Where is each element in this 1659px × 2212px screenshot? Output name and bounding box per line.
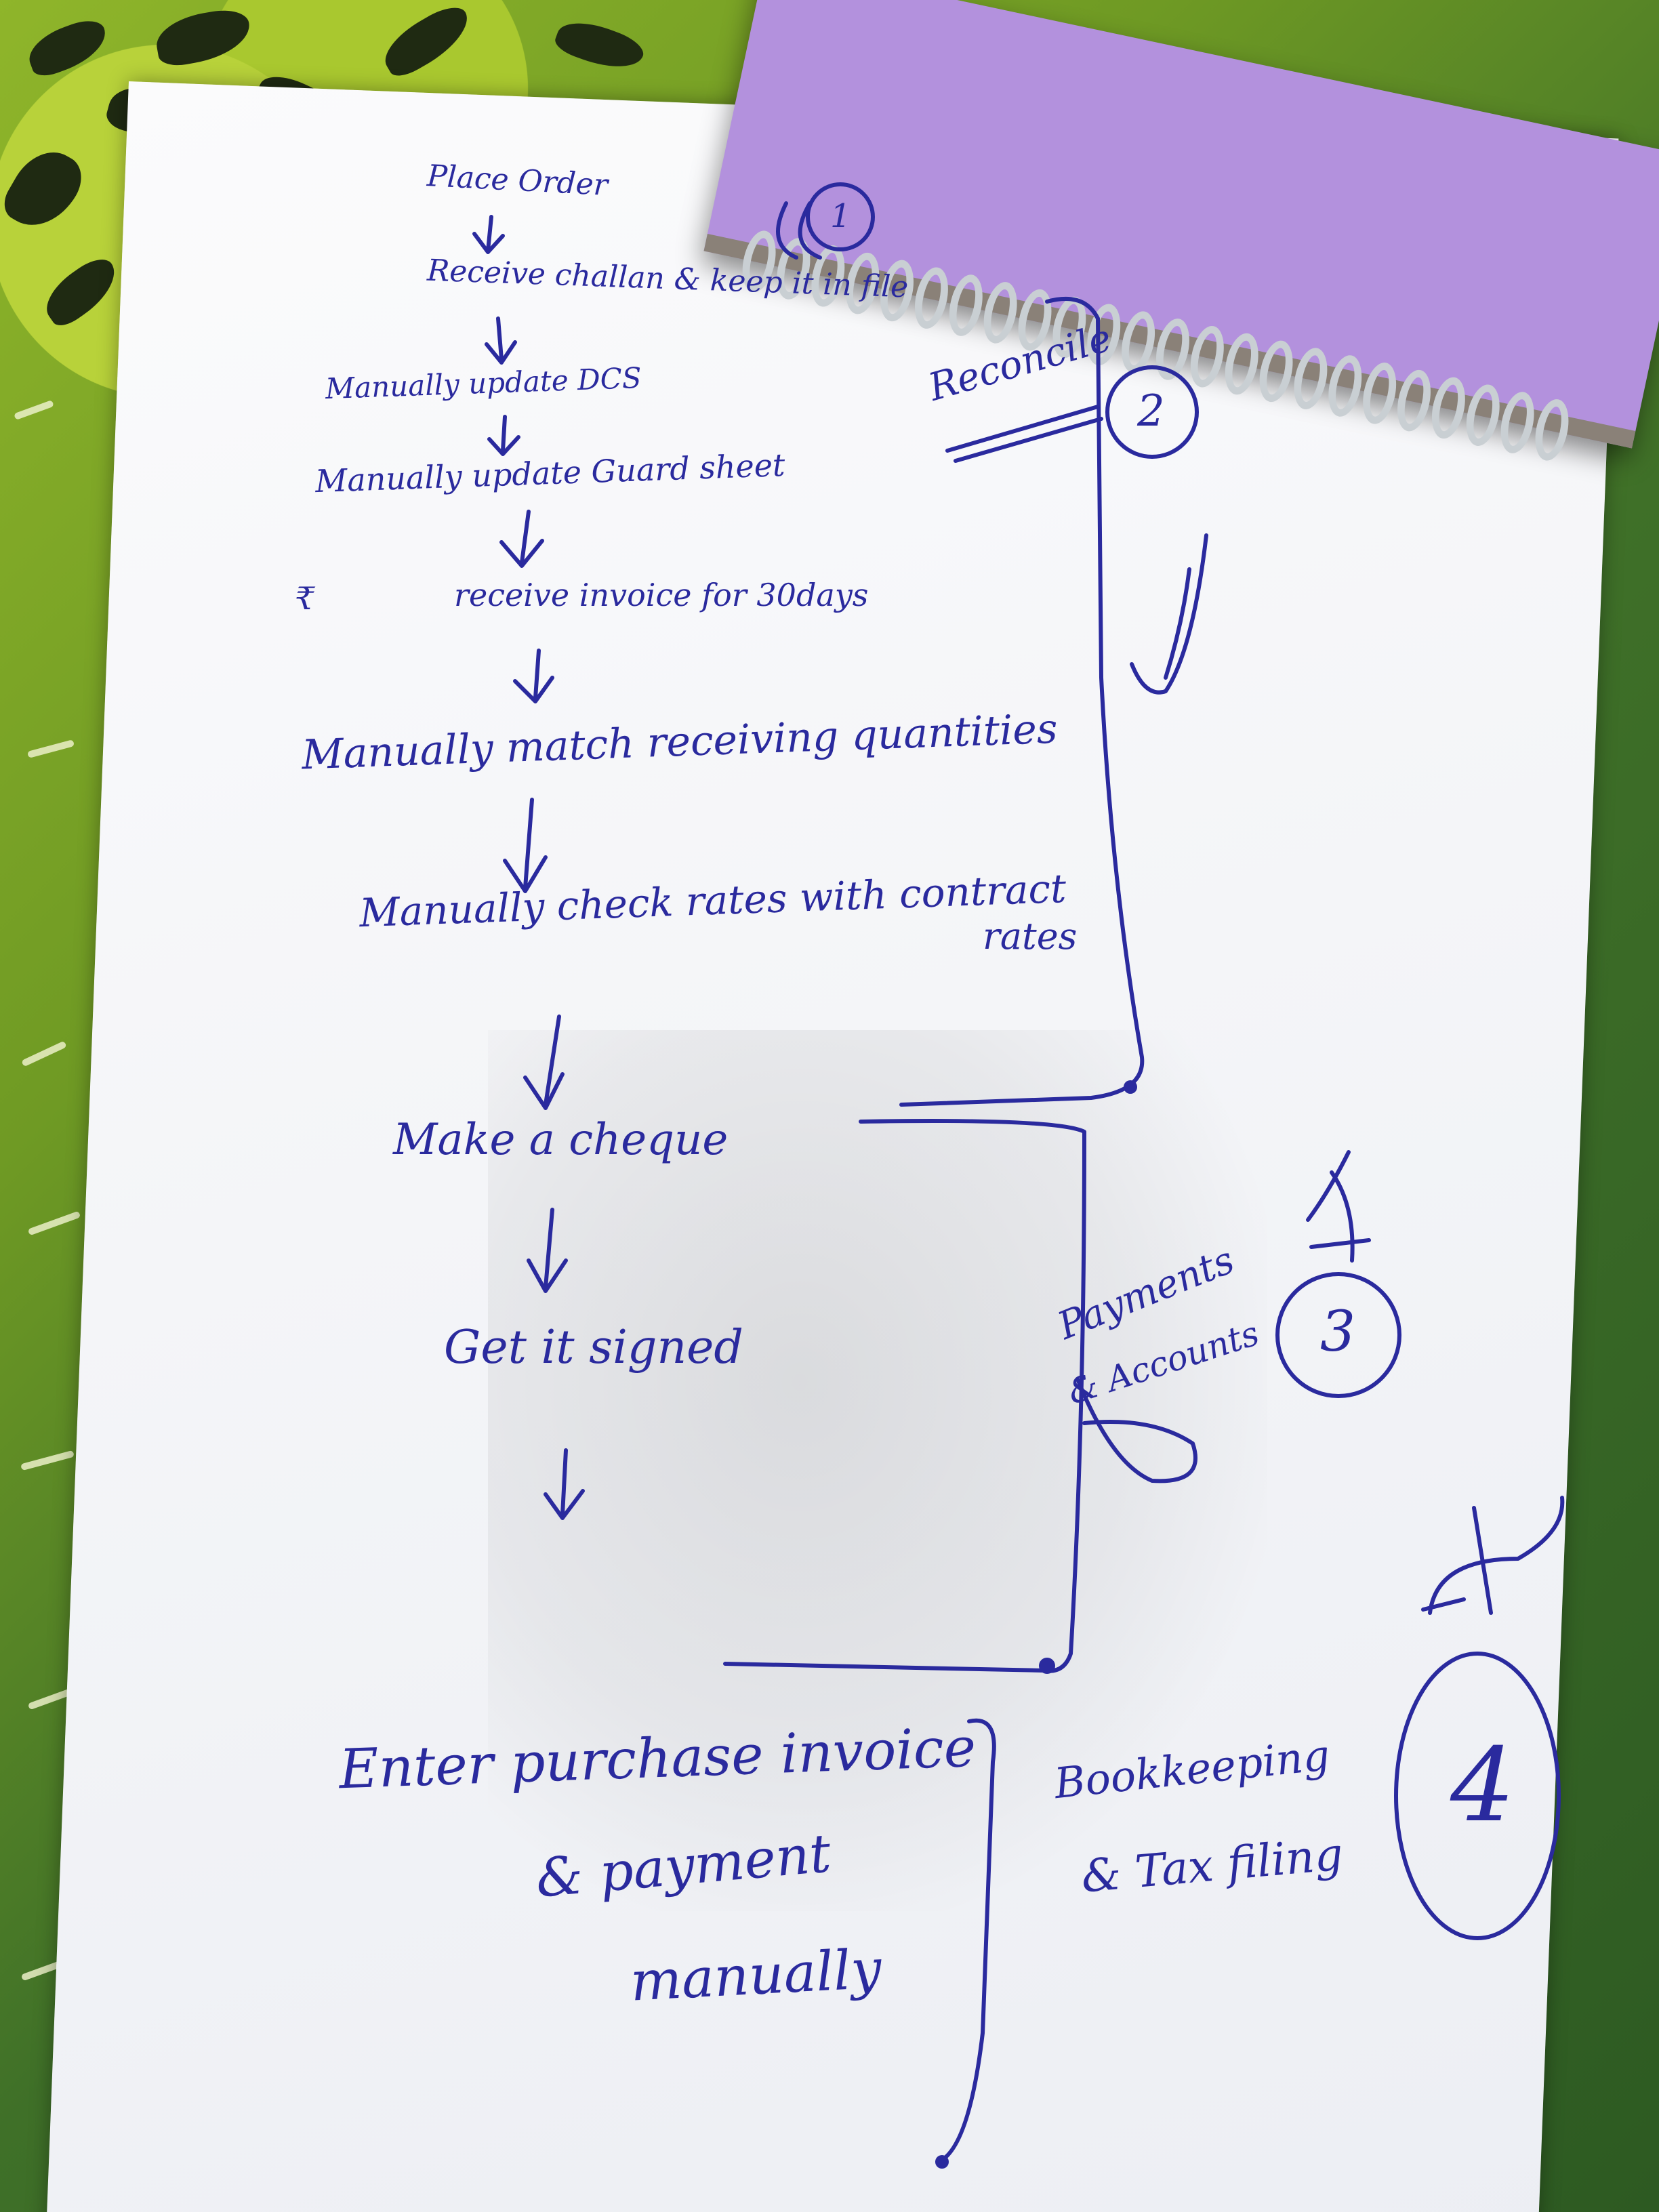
badge-3-label: 3	[1320, 1300, 1356, 1364]
step-enter-invoice-line3: manually	[628, 1937, 883, 2013]
badge-2-label: 2	[1137, 386, 1165, 436]
step-get-signed: Get it signed	[444, 1321, 743, 1374]
badge-1	[806, 182, 875, 251]
step-badges	[776, 182, 1561, 1940]
badge-1-label: 1	[830, 197, 851, 235]
reconcile-bracket	[899, 296, 1208, 1107]
step-receive-invoice: receive invoice for 30days	[454, 577, 869, 613]
payments-bracket	[723, 1119, 1371, 1674]
arrow-down	[527, 1208, 568, 1293]
arrow-down	[487, 415, 520, 456]
arrow-down	[499, 510, 544, 568]
step-check-rates-cont: rates	[983, 915, 1078, 958]
flow-arrows	[472, 215, 585, 1520]
badge-1-marks	[776, 201, 822, 260]
badge-3	[1275, 1272, 1401, 1398]
badge-4-label: 4	[1450, 1727, 1515, 1845]
arrow-down	[544, 1448, 585, 1520]
arrow-down	[503, 798, 548, 893]
arrow-down	[485, 316, 517, 365]
arrow-down	[472, 215, 505, 254]
arrow-down	[523, 1015, 565, 1110]
margin-mark: ₹	[295, 580, 315, 617]
arrow-down	[513, 649, 554, 703]
step-make-cheque: Make a cheque	[393, 1115, 729, 1165]
badge-2	[1105, 365, 1199, 459]
bookkeeping-bracket	[935, 1496, 1565, 2169]
badge-4	[1394, 1652, 1561, 1940]
